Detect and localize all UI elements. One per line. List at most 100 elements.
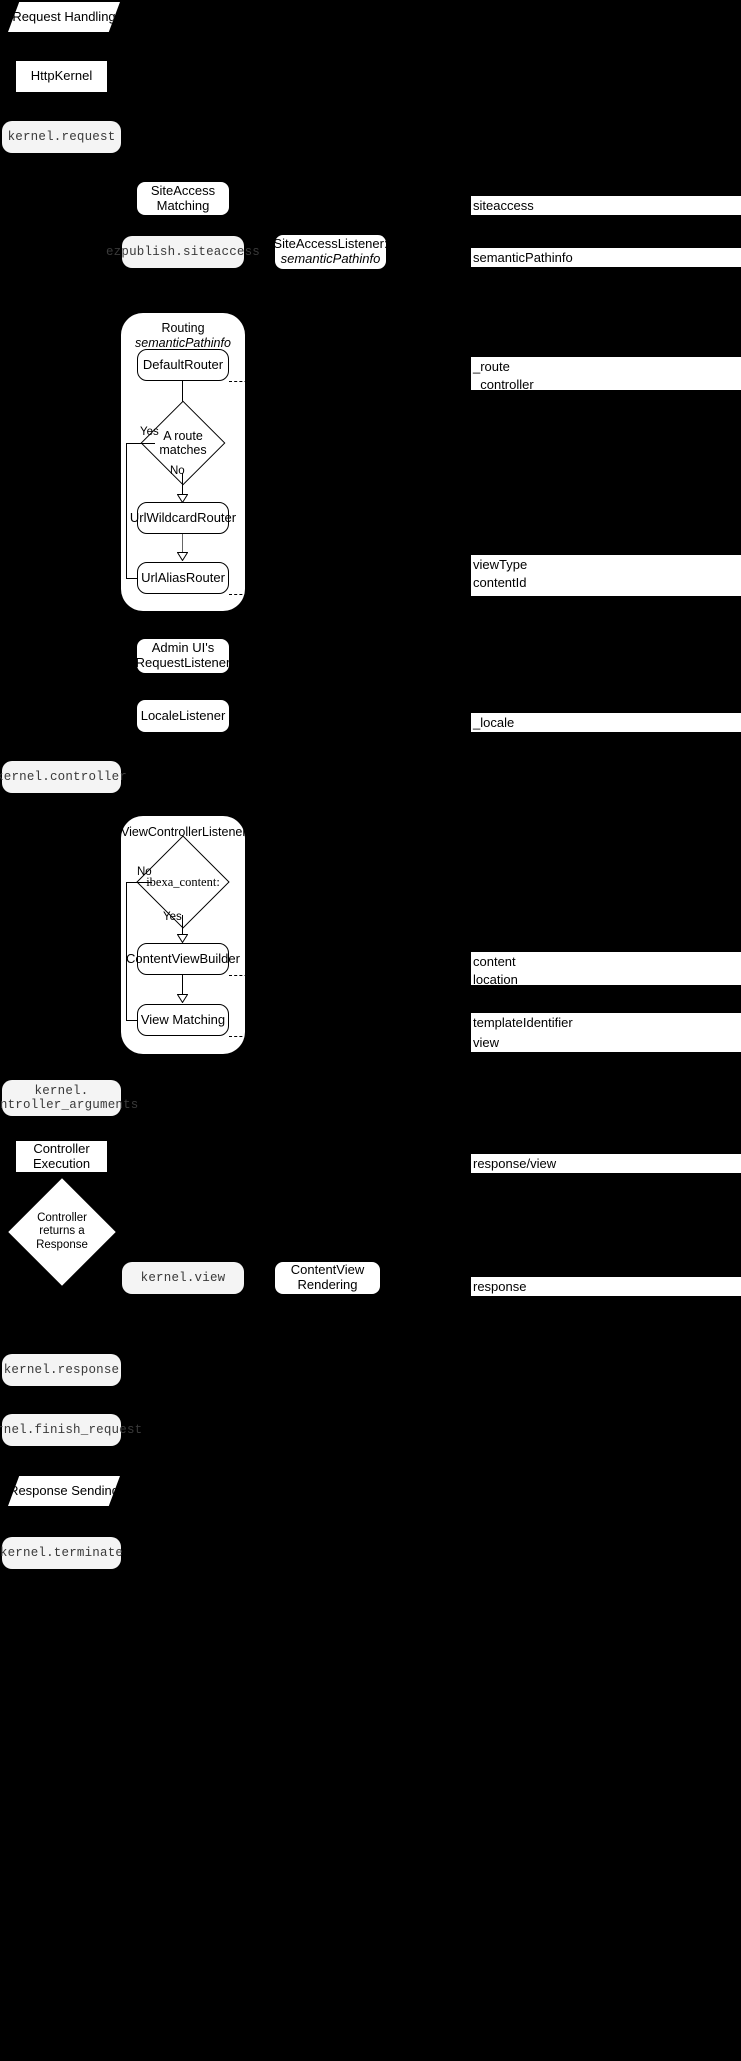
decision-a-route-matches-label: A route matches (159, 429, 206, 458)
edge-view-matching-attr (229, 1036, 289, 1037)
edge-ibexa-no-line (126, 882, 152, 883)
node-default-router: DefaultRouter (137, 349, 229, 381)
stage-response-sending-label: Response Sending (9, 1482, 119, 1498)
annotation-template-identifier-line: templateIdentifier (473, 1015, 573, 1030)
annotation-semantic-pathinfo: semanticPathinfo (471, 248, 741, 267)
event-kernel-finish-request: kernel.finish_request (0, 1414, 142, 1446)
decision-a-route-matches: A route matches (140, 400, 226, 486)
edge-label-ibexa-no-text: No (137, 866, 152, 878)
decision-ibexa-content-label: ibexa_content: (146, 874, 220, 889)
decision-controller-line3: Response (36, 1238, 88, 1251)
decision-controller-line2: returns a (39, 1225, 85, 1238)
event-kernel-controller-arguments-line1: kernel. (34, 1083, 89, 1098)
annotation-view: view (471, 1033, 741, 1052)
node-siteaccess-listener-line2: semanticPathinfo (280, 251, 381, 266)
annotation-location: location (473, 972, 518, 988)
annotation-locale-line: _locale (473, 715, 515, 730)
edge-ibexa-no-into-view-matching (126, 1020, 138, 1021)
arrowhead-to-content-view-builder (177, 934, 188, 943)
event-kernel-controller-arguments-line2: controller_arguments (0, 1098, 139, 1112)
event-ezpublish-siteaccess: ezpublish.siteaccess (106, 236, 260, 268)
edge-label-route-yes-text: Yes (140, 426, 159, 438)
edge-builder-to-matching (182, 975, 183, 997)
annotation-content-location: content location (471, 952, 741, 987)
node-admin-ui-request-listener-line2: RequestListener (135, 655, 231, 670)
routing-title-italic: semanticPathinfo (135, 336, 231, 350)
decision-route-line2: matches (159, 443, 207, 457)
edge-url-alias-router-attr (229, 594, 289, 595)
annotation-response-view: response/view (471, 1154, 741, 1173)
node-locale-listener: LocaleListener (137, 700, 229, 732)
event-kernel-request: kernel.request (2, 121, 121, 153)
event-kernel-view: kernel.view (122, 1262, 244, 1294)
node-siteaccess-listener-line1: SiteAccessListener: (273, 236, 388, 252)
event-kernel-controller: kernel.controller (0, 761, 127, 793)
stage-request-handling: Request Handling (8, 2, 120, 32)
event-kernel-response-label: kernel.response (3, 1362, 120, 1377)
node-url-alias-router-label: UrlAliasRouter (141, 569, 225, 585)
stage-request-handling-label: Request Handling (12, 8, 116, 24)
node-controller-execution: Controller Execution (15, 1140, 108, 1173)
node-default-router-label: DefaultRouter (142, 356, 224, 372)
node-url-wildcard-router-label: UrlWildcardRouter (129, 509, 237, 525)
node-http-kernel: HttpKernel (15, 60, 108, 93)
edge-content-view-builder-attr (229, 975, 289, 976)
node-controller-execution-label: Controller Execution (32, 1140, 91, 1171)
decision-ibexa-content: ibexa_content: (136, 835, 230, 929)
annotation-response: response (471, 1277, 741, 1296)
event-ezpublish-siteaccess-label: ezpublish.siteaccess (105, 244, 261, 259)
event-kernel-terminate: kernel.terminate (0, 1537, 124, 1569)
event-kernel-view-label: kernel.view (140, 1270, 226, 1285)
edge-route-no-down (182, 473, 183, 499)
node-locale-listener-label: LocaleListener (140, 707, 226, 723)
node-http-kernel-label: HttpKernel (30, 68, 93, 84)
annotation-controller: _controller (473, 377, 534, 393)
annotation-siteaccess: siteaccess (471, 196, 741, 215)
edge-route-yes-down (126, 443, 127, 578)
node-admin-ui-request-listener: Admin UI's RequestListener (135, 639, 231, 673)
node-siteaccess-listener: SiteAccessListener: semanticPathinfo (273, 235, 388, 269)
edge-default-router-to-decision (182, 381, 183, 417)
edge-default-router-attr (229, 381, 289, 382)
edge-label-route-no: No (170, 465, 185, 477)
edge-label-route-no-text: No (170, 465, 185, 477)
stage-response-sending: Response Sending (8, 1476, 120, 1506)
event-kernel-request-label: kernel.request (7, 129, 116, 144)
container-view-controller-listener-title: ViewControllerListener (121, 825, 247, 840)
edge-label-ibexa-yes-text: Yes (163, 911, 182, 923)
decision-controller-line1: Controller (37, 1212, 87, 1225)
node-admin-ui-request-listener-line1: Admin UI's (151, 640, 215, 656)
annotation-location-id: locationId (473, 593, 529, 609)
decision-controller-returns-response-label: Controller returns a Response (36, 1212, 88, 1252)
container-vcl-title-text: ViewControllerListener (121, 825, 247, 839)
arrowhead-to-url-wildcard-router (177, 494, 188, 503)
node-content-view-rendering-label: ContentView Rendering (290, 1262, 365, 1292)
arrowhead-to-url-alias-router (177, 552, 188, 561)
node-content-view-builder: ContentViewBuilder (126, 943, 240, 975)
annotation-semantic-pathinfo-line-0: semanticPathinfo (473, 250, 573, 265)
node-siteaccess-matching: SiteAccess Matching (137, 182, 229, 215)
annotation-siteaccess-line-0: siteaccess (473, 198, 534, 213)
annotation-response-view-line: response/view (473, 1156, 557, 1171)
decision-route-line1: A route (163, 428, 203, 443)
edge-ibexa-yes-down (182, 915, 183, 938)
container-routing-title-line1: Routing semanticPathinfo (135, 321, 231, 350)
annotation-content: content (473, 954, 516, 969)
event-kernel-terminate-label: kernel.terminate (0, 1545, 124, 1560)
node-url-alias-router: UrlAliasRouter (137, 562, 229, 594)
edge-ibexa-no-down (126, 882, 127, 1020)
annotation-locale: _locale (471, 713, 741, 732)
edge-label-route-yes: Yes (140, 426, 159, 438)
annotation-route: _route (473, 359, 510, 374)
arrowhead-to-view-matching (177, 994, 188, 1003)
edge-label-ibexa-no: No (137, 866, 152, 878)
annotation-route-controller: _route _controller (471, 357, 741, 392)
node-view-matching: View Matching (137, 1004, 229, 1036)
node-content-view-builder-label: ContentViewBuilder (126, 950, 240, 966)
annotation-view-type: viewType contentId locationId (471, 555, 741, 609)
event-kernel-response: kernel.response (2, 1354, 121, 1386)
node-content-view-rendering: ContentView Rendering (275, 1262, 380, 1294)
annotation-response-line: response (473, 1279, 527, 1294)
node-url-wildcard-router: UrlWildcardRouter (130, 502, 236, 534)
